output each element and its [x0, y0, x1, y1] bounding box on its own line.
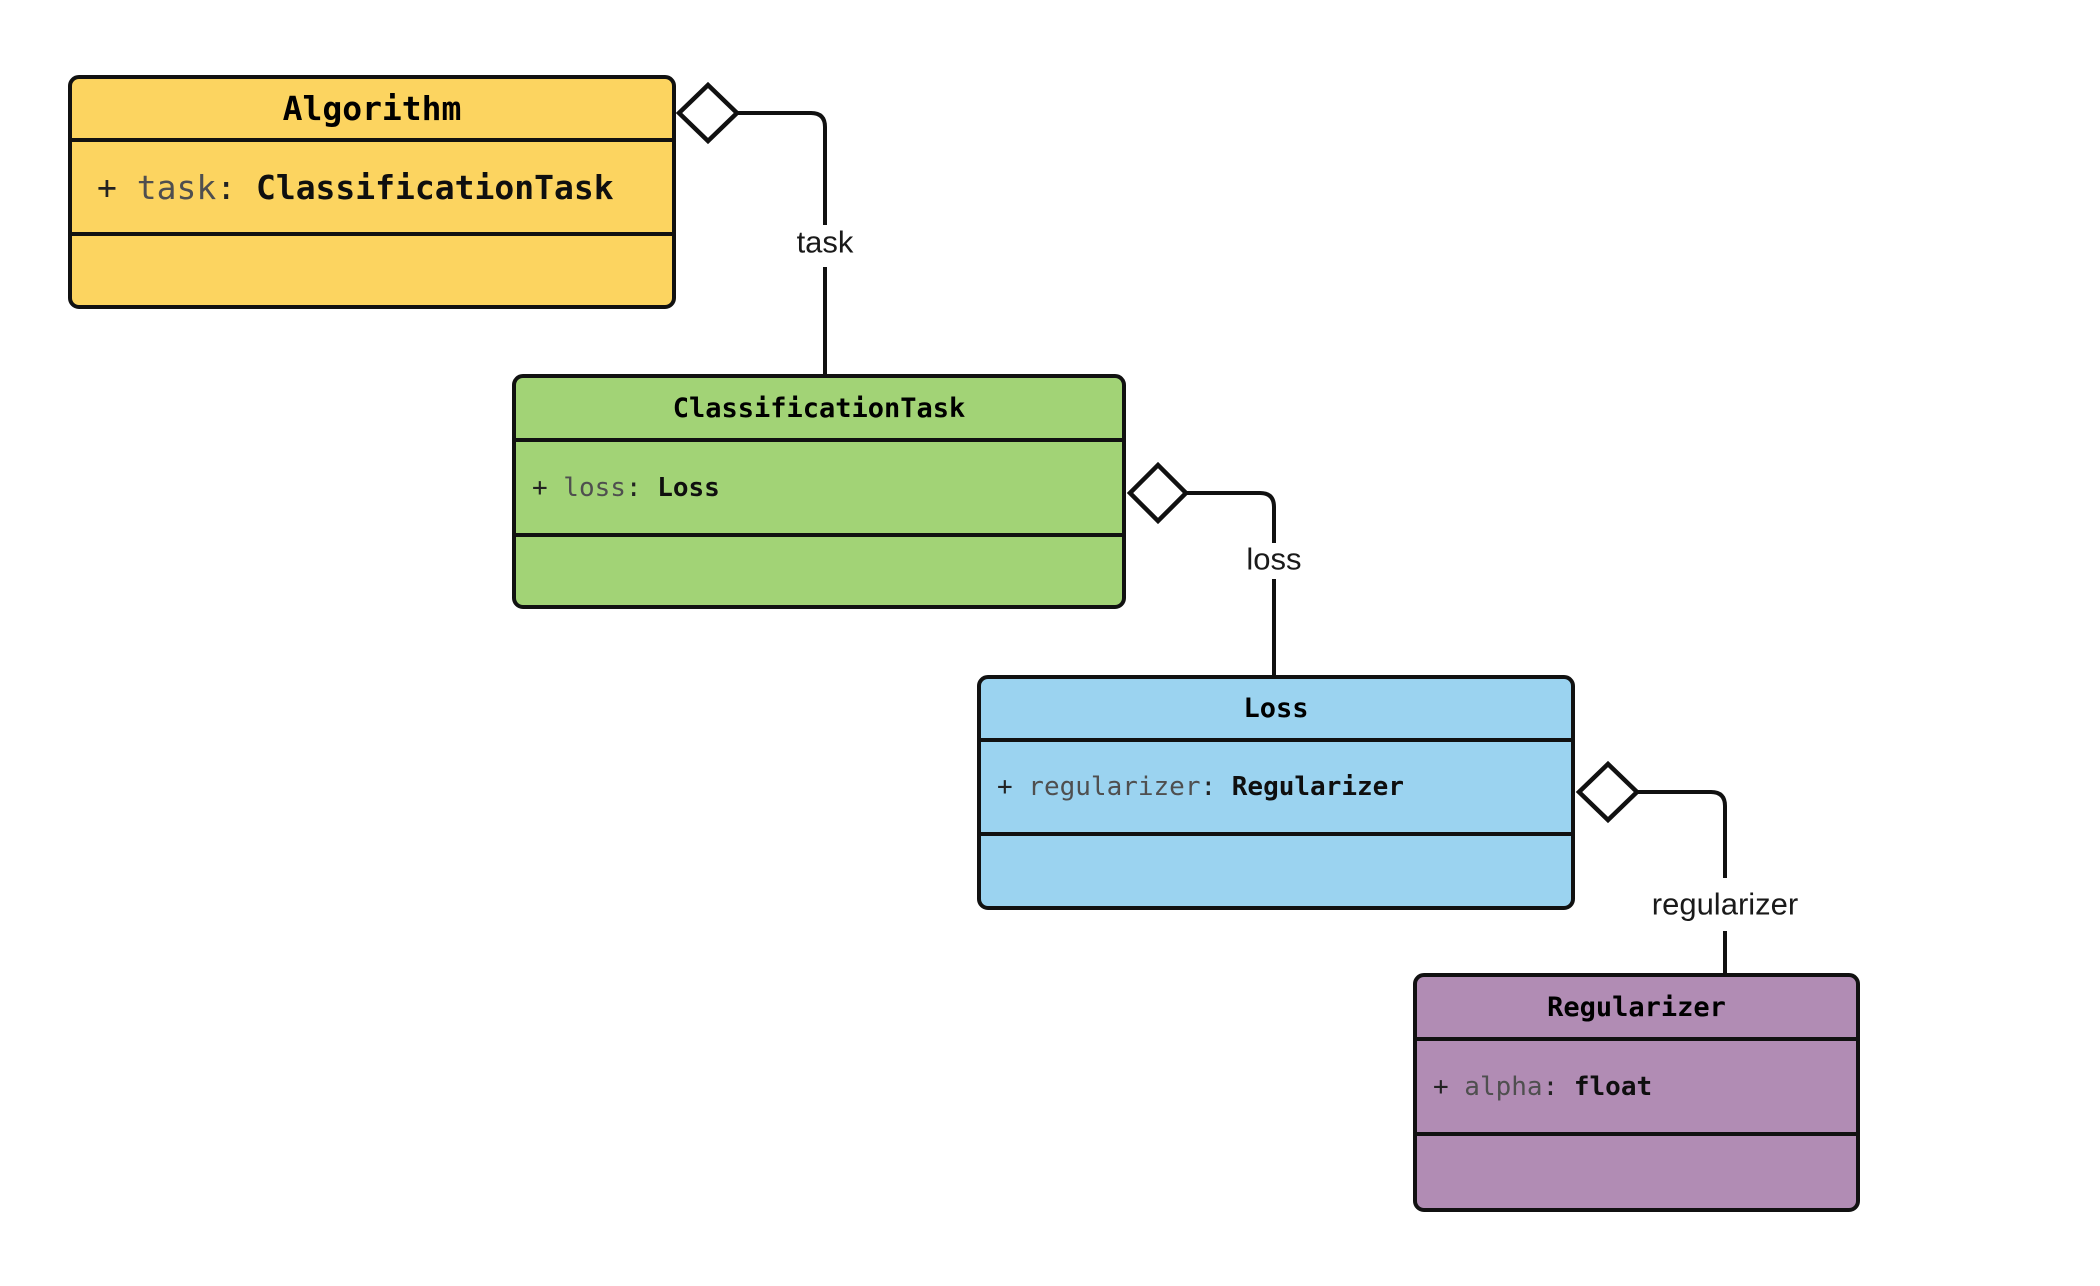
class-attributes: + task: ClassificationTask: [72, 138, 672, 232]
attr-type: Regularizer: [1231, 772, 1404, 802]
attr-name: alpha: [1464, 1071, 1543, 1102]
attr-colon: :: [1542, 1071, 1559, 1102]
attr-name: loss: [563, 472, 626, 503]
attr-colon: :: [625, 472, 642, 503]
edge-label-task: task: [797, 225, 854, 260]
class-operations-empty: [516, 533, 1122, 605]
edge-label-loss: loss: [1246, 542, 1301, 577]
class-name-text: Algorithm: [282, 89, 462, 128]
edge-regularizer-line: [1637, 790, 1727, 975]
attr-colon: :: [1200, 772, 1217, 802]
attr-visibility: +: [532, 472, 548, 503]
class-attributes: + regularizer: Regularizer: [981, 738, 1571, 832]
attr-name: regularizer: [1028, 772, 1201, 802]
class-operations-empty: [981, 832, 1571, 906]
attr-visibility: +: [997, 772, 1013, 802]
class-title: Regularizer: [1417, 977, 1856, 1037]
attr-colon: :: [216, 167, 237, 207]
attr-visibility: +: [1433, 1071, 1449, 1102]
class-loss: Loss + regularizer: Regularizer: [977, 675, 1575, 910]
attr-type: Loss: [657, 472, 720, 503]
class-title: ClassificationTask: [516, 378, 1122, 438]
class-operations-empty: [1417, 1132, 1856, 1208]
aggregation-diamond-task: [675, 81, 741, 145]
class-name-text: ClassificationTask: [672, 392, 966, 424]
aggregation-diamond-regularizer: [1575, 760, 1641, 824]
class-name-text: Regularizer: [1547, 991, 1726, 1023]
class-title: Algorithm: [72, 79, 672, 138]
class-classificationtask: ClassificationTask + loss: Loss: [512, 374, 1126, 609]
attr-visibility: +: [97, 167, 117, 207]
class-algorithm: Algorithm + task: ClassificationTask: [68, 75, 676, 309]
attr-type: float: [1573, 1071, 1653, 1102]
attr-type: ClassificationTask: [255, 167, 614, 207]
class-operations-empty: [72, 232, 672, 305]
aggregation-diamond-loss: [1126, 461, 1190, 525]
attr-name: task: [136, 167, 217, 207]
edge-label-regularizer: regularizer: [1652, 887, 1798, 922]
class-attributes: + loss: Loss: [516, 438, 1122, 533]
edge-loss-line: [1186, 491, 1276, 677]
class-title: Loss: [981, 679, 1571, 738]
class-attributes: + alpha: float: [1417, 1037, 1856, 1132]
class-name-text: Loss: [1243, 693, 1309, 724]
edge-task-line: [737, 111, 827, 377]
class-regularizer: Regularizer + alpha: float: [1413, 973, 1860, 1212]
